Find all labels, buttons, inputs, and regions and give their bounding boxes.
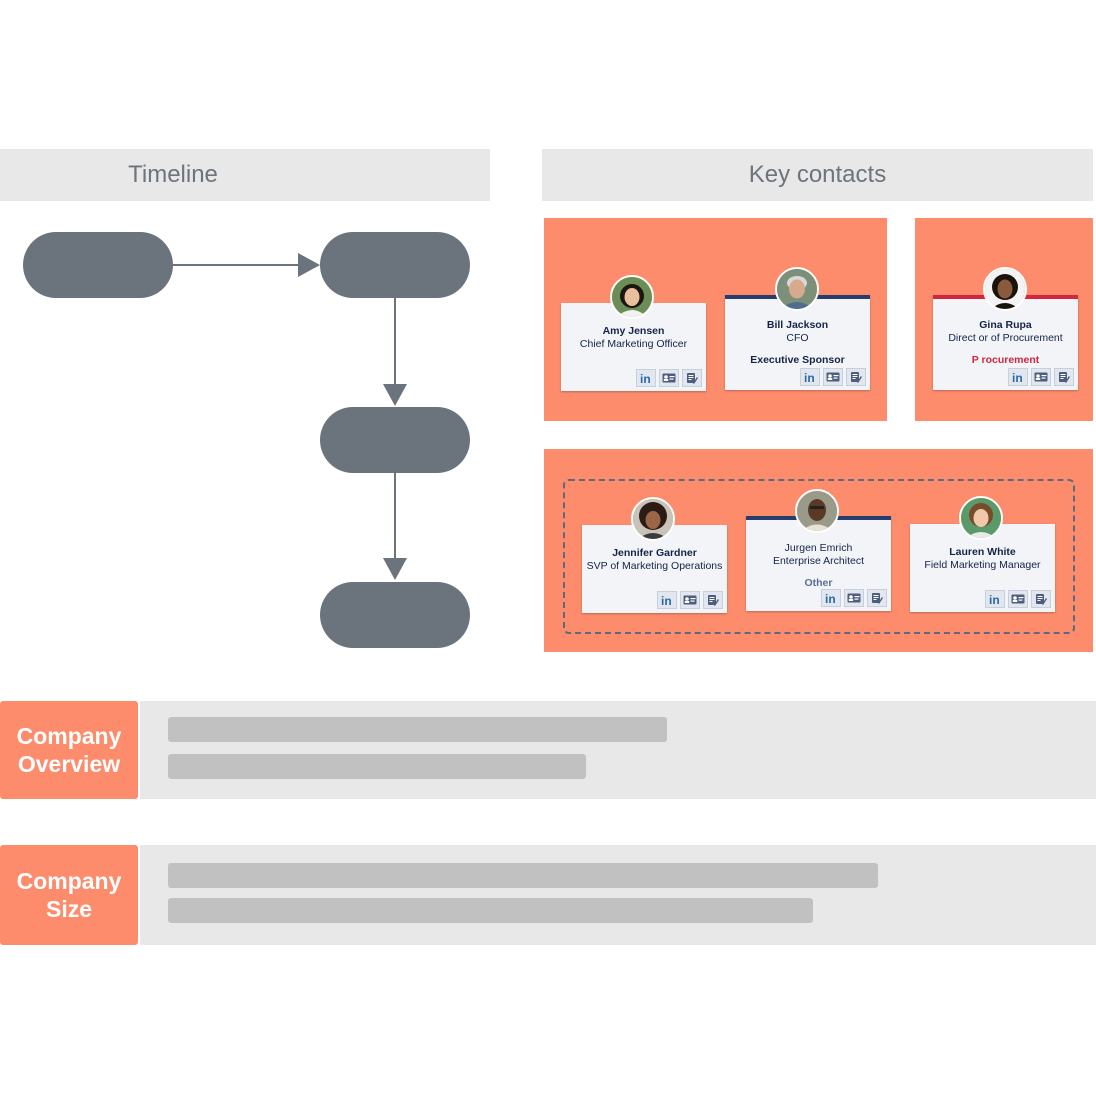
placeholder-bar bbox=[168, 863, 878, 888]
timeline-connectors bbox=[173, 253, 407, 580]
company-size-label-text: Company Size bbox=[16, 868, 122, 922]
contact-card-lauren-white[interactable]: Lauren White Field Marketing Manager in bbox=[910, 524, 1055, 612]
avatar-lauren-white bbox=[959, 496, 1003, 540]
contact-card-icon[interactable] bbox=[659, 369, 679, 387]
contact-card-icon[interactable] bbox=[680, 591, 700, 609]
arrowhead-down-2 bbox=[383, 558, 407, 580]
contact-name: Lauren White bbox=[949, 546, 1016, 558]
svg-text:in: in bbox=[661, 594, 672, 606]
svg-text:in: in bbox=[825, 592, 836, 604]
notes-icon[interactable] bbox=[1031, 590, 1051, 608]
timeline-step-1 bbox=[23, 232, 173, 298]
svg-text:in: in bbox=[989, 593, 1000, 605]
linkedin-icon[interactable]: in bbox=[800, 368, 820, 386]
contact-card-icon[interactable] bbox=[844, 589, 864, 607]
timeline-title: Timeline bbox=[128, 161, 218, 188]
timeline-step-2 bbox=[320, 232, 470, 298]
contact-name: Jennifer Gardner bbox=[612, 547, 697, 559]
arrowhead-down-1 bbox=[383, 384, 407, 406]
company-overview-label-text: Company Overview bbox=[16, 723, 122, 777]
contact-name: Amy Jensen bbox=[602, 325, 665, 337]
contact-role: Enterprise Architect bbox=[772, 555, 865, 567]
contact-role: SVP of Marketing Operations bbox=[586, 560, 723, 572]
timeline-step-4 bbox=[320, 582, 470, 648]
linkedin-icon[interactable]: in bbox=[1008, 368, 1028, 386]
avatar-gina-rupa bbox=[983, 267, 1027, 311]
placeholder-bar bbox=[168, 754, 586, 779]
svg-text:in: in bbox=[804, 371, 815, 383]
timeline-header: Timeline bbox=[0, 149, 490, 201]
contact-card-icon[interactable] bbox=[823, 368, 843, 386]
contact-role: CFO bbox=[786, 332, 809, 344]
avatar-jurgen-emrich bbox=[795, 489, 839, 533]
notes-icon[interactable] bbox=[1054, 368, 1074, 386]
placeholder-bar bbox=[168, 717, 667, 742]
arrowhead-right bbox=[298, 253, 320, 277]
linkedin-icon[interactable]: in bbox=[636, 369, 656, 387]
contact-tag: Other bbox=[804, 577, 833, 589]
svg-text:in: in bbox=[640, 372, 651, 384]
linkedin-icon[interactable]: in bbox=[821, 589, 841, 607]
notes-icon[interactable] bbox=[703, 591, 723, 609]
contact-tag: Executive Sponsor bbox=[750, 354, 845, 366]
company-size-label: Company Size bbox=[0, 845, 138, 945]
placeholder-bar bbox=[168, 898, 813, 923]
key-contacts-title: Key contacts bbox=[748, 161, 887, 188]
contact-name: Gina Rupa bbox=[979, 319, 1032, 331]
company-overview-label: Company Overview bbox=[0, 701, 138, 799]
contact-name: Bill Jackson bbox=[766, 319, 829, 331]
company-overview-panel bbox=[140, 701, 1096, 799]
notes-icon[interactable] bbox=[846, 368, 866, 386]
notes-icon[interactable] bbox=[682, 369, 702, 387]
avatar-jennifer-gardner bbox=[631, 497, 675, 541]
contact-card-icon[interactable] bbox=[1031, 368, 1051, 386]
contact-role: Direct or of Procurement bbox=[948, 332, 1063, 344]
linkedin-icon[interactable]: in bbox=[985, 590, 1005, 608]
timeline-step-3 bbox=[320, 407, 470, 473]
contact-name: Jurgen Emrich bbox=[784, 542, 853, 554]
contact-role: Chief Marketing Officer bbox=[579, 338, 688, 350]
contact-tag: P rocurement bbox=[971, 354, 1040, 366]
contact-card-jurgen-emrich[interactable]: Jurgen Emrich Enterprise Architect Other… bbox=[746, 516, 891, 611]
dashed-grouping-border bbox=[563, 479, 1075, 634]
linkedin-icon[interactable]: in bbox=[657, 591, 677, 609]
avatar-amy-jensen bbox=[610, 275, 654, 319]
company-size-panel bbox=[140, 845, 1096, 945]
avatar-bill-jackson bbox=[775, 267, 819, 311]
notes-icon[interactable] bbox=[867, 589, 887, 607]
contact-card-icon[interactable] bbox=[1008, 590, 1028, 608]
svg-text:in: in bbox=[1012, 371, 1023, 383]
key-contacts-header: Key contacts bbox=[542, 149, 1093, 201]
contact-role: Field Marketing Manager bbox=[924, 559, 1041, 571]
